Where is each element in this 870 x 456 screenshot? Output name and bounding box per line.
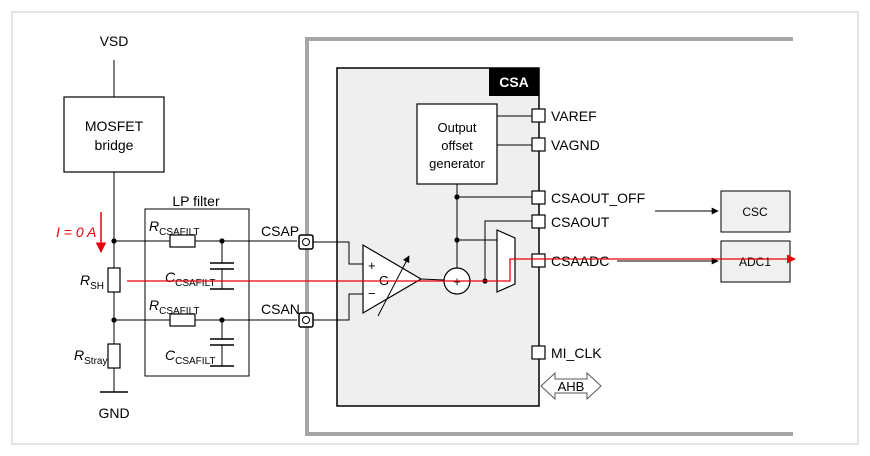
r-filt-bottom-label: RCSAFILT [149,297,200,317]
csa-badge [489,68,539,96]
offset-generator-label-2: offset [441,138,473,153]
offset-generator-label-1: Output [437,120,476,135]
gnd-label: GND [98,405,129,421]
variable-gain-arrow [377,255,410,317]
varef-pin [531,108,546,123]
ahb-bus-arrow [540,371,602,401]
mosfet-label-2: bridge [95,137,134,153]
csan-pad-hole [302,316,310,324]
adc1-block [720,240,791,283]
lp-filter-box [144,208,250,377]
csaadc-label: CSAADC [551,253,609,269]
junction-dot [454,194,460,200]
varef-label: VAREF [551,108,597,124]
csan-label: CSAN [261,301,300,317]
offset-generator-label-3: generator [429,156,485,171]
csaout-label: CSAOUT [551,214,610,230]
adc1-label: ADC1 [739,255,771,269]
junction-dot [454,237,460,243]
csc-block [720,190,791,233]
csap-pad-hole [302,238,310,246]
amp-plus-sign: + [368,258,376,273]
mosfet-label-1: MOSFET [85,118,144,134]
csaadc-pin [531,253,546,268]
output-mux [496,229,516,293]
csc-label: CSC [742,205,768,219]
mi-clk-label: MI_CLK [551,345,602,361]
rstray-label: RStray [74,347,107,367]
csan-to-amp-wire [313,293,363,321]
current-label: I = 0 A [56,224,96,240]
vagnd-label: VAGND [551,137,600,153]
junction-dot [111,317,117,323]
mi-clk-pin [531,345,546,360]
r-filt-top-label: RCSAFILT [149,218,200,238]
csaout-wire [484,220,532,281]
mosfet-bridge-block [63,96,165,173]
csap-to-amp-wire [313,241,363,265]
vagnd-pin [531,137,546,152]
ahb-label: AHB [558,379,585,394]
vsd-label: VSD [100,33,129,49]
csaout-off-label: CSAOUT_OFF [551,190,645,206]
rsh-label: RSH [80,272,104,292]
shunt-resistor [107,267,121,293]
stray-resistor [107,343,121,369]
csaout-off-pin [531,190,546,205]
amp-to-summer-wire [420,278,445,281]
csap-label: CSAP [261,223,299,239]
amp-minus-sign: − [368,286,376,301]
signal-path-red [127,254,796,282]
gain-amplifier [362,243,423,315]
junction-dot [111,238,117,244]
csaout-pin [531,214,546,229]
csa-title: CSA [499,74,529,90]
c-filt-top-label: CCSAFILT [165,269,216,289]
c-filt-bottom-label: CCSAFILT [165,347,216,367]
figure-frame [11,11,859,445]
lp-filter-label: LP filter [172,193,220,209]
